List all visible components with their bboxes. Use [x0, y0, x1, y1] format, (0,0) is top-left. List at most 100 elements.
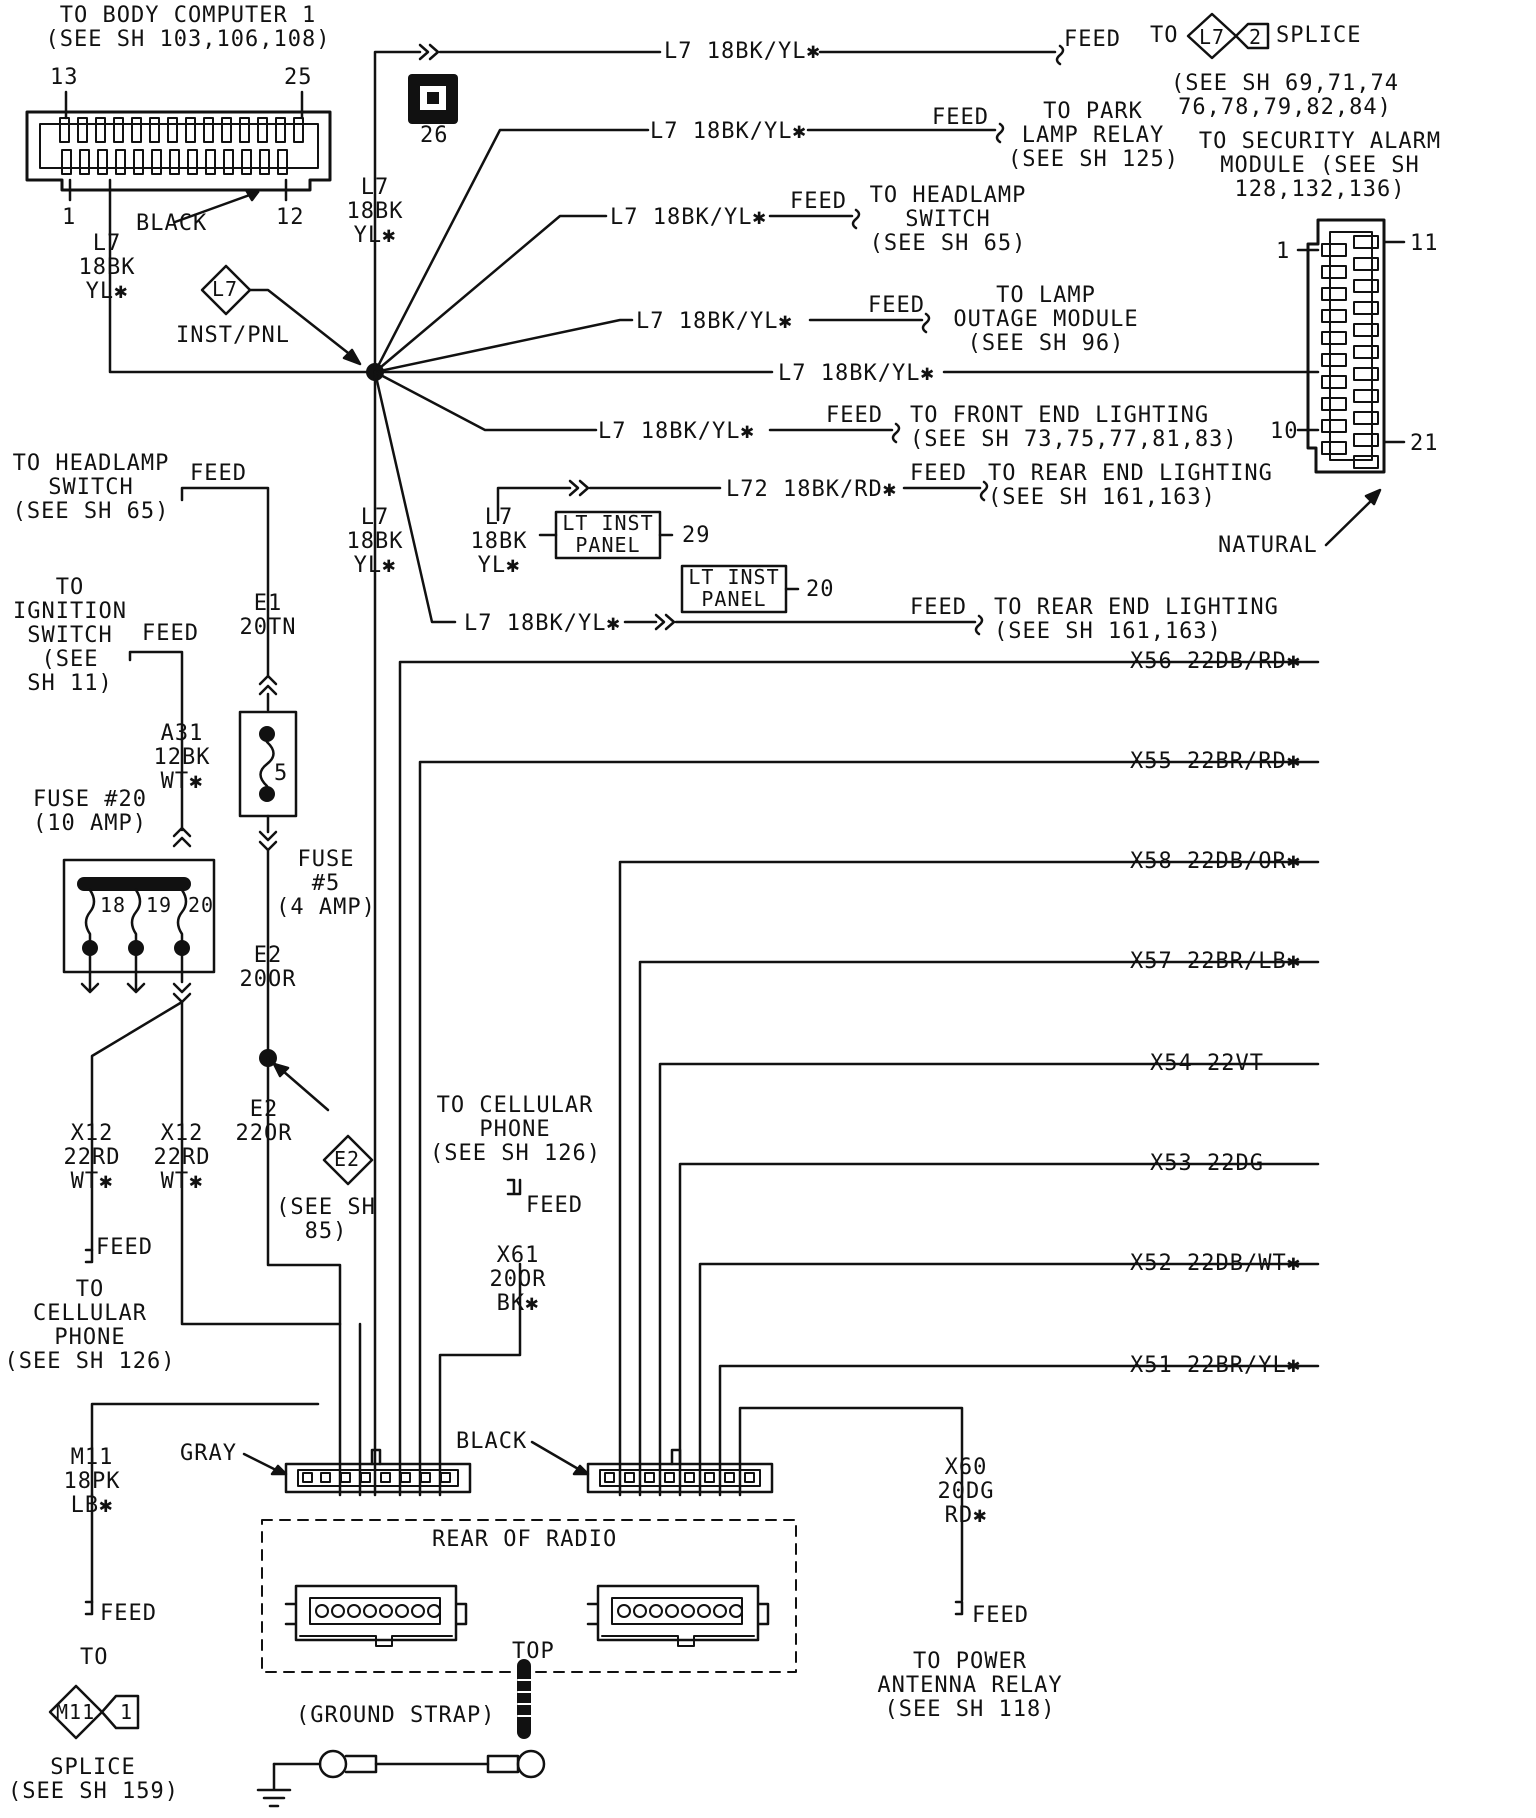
pin-13-label: 13: [50, 65, 79, 90]
e2-tag-label: E2: [334, 1147, 361, 1171]
ground-strap-label: (GROUND STRAP): [296, 1703, 496, 1728]
body-computer-connector: [25, 90, 377, 374]
feed-6-wire-label: L7 18BK/YL✱: [598, 419, 755, 444]
body-computer-label: TO BODY COMPUTER 1 (SEE SH 103,106,108): [45, 3, 331, 52]
feed-1-to-label: TO: [1150, 23, 1179, 48]
top-label: TOP: [512, 1639, 555, 1664]
x57-wire-label: X57 22BR/LB✱: [1130, 949, 1301, 974]
feed-7-wire-label: L72 18BK/RD✱: [726, 477, 897, 502]
x55-wire-label: X55 22BR/RD✱: [1130, 749, 1301, 774]
inst-pnl-tag: [200, 264, 362, 366]
feed-5-wire-label: L7 18BK/YL✱: [778, 361, 935, 386]
feed-2-feed-label: FEED: [932, 105, 989, 130]
cellular-phone-label-right: TO CELLULAR PHONE (SEE SH 126): [430, 1093, 601, 1166]
pin-25-label: 25: [284, 65, 313, 90]
security-alarm-label: TO SECURITY ALARM MODULE (SEE SH 128,132…: [1198, 129, 1442, 202]
splice-l7-tag: [1186, 12, 1270, 60]
main-splice: [366, 43, 662, 1497]
x51-wire-label: X51 22BR/YL✱: [1130, 1353, 1301, 1378]
security-pin-11: 11: [1410, 231, 1439, 256]
headlamp-switch-label: TO HEADLAMP SWITCH (SEE SH 65): [12, 451, 170, 524]
fuse-block-19: 19: [146, 893, 173, 917]
feed-2-to-label: TO PARK LAMP RELAY (SEE SH 125): [1008, 99, 1179, 172]
feed-8-feed-label: FEED: [910, 595, 967, 620]
x12-wire-label-right: X12 22RD WT✱: [153, 1121, 211, 1194]
feed-3-wire-label: L7 18BK/YL✱: [610, 205, 767, 230]
security-pin-1: 1: [1276, 239, 1291, 264]
lt-inst-panel-2-label: LT INST PANEL: [688, 565, 780, 611]
feed-4-wire-label: L7 18BK/YL✱: [636, 309, 793, 334]
x56-wire-label: X56 22DB/RD✱: [1130, 649, 1301, 674]
feed-2-wire-label: L7 18BK/YL✱: [650, 119, 807, 144]
security-pin-10: 10: [1270, 419, 1299, 444]
splice-num-label: 2: [1249, 25, 1263, 49]
m11-wire-label: M11 18PK LB✱: [63, 1445, 121, 1518]
lt-inst-panel-boxes: [538, 510, 800, 614]
ground-strap: [256, 1659, 546, 1808]
feed-6-feed-label: FEED: [826, 403, 883, 428]
headlamp-switch-feed: FEED: [190, 461, 247, 486]
x52-wire-label: X52 22DB/WT✱: [1130, 1251, 1301, 1276]
fuse-block-20: 20: [188, 893, 215, 917]
power-antenna-relay-label: TO POWER ANTENNA RELAY (SEE SH 118): [877, 1649, 1063, 1722]
radio-connectors: [242, 1440, 774, 1494]
x60-wire-label: X60 20DG RD✱: [937, 1455, 995, 1528]
cellular-feed-left: FEED: [96, 1235, 153, 1260]
lt-inst-panel-1-pin: 29: [682, 523, 711, 548]
lt-inst-panel-2-pin: 20: [806, 577, 835, 602]
feed-7-feed-label: FEED: [910, 461, 967, 486]
feed-7-l7-label: L7 18BK YL✱: [470, 505, 528, 578]
ignition-switch-label: TO IGNITION SWITCH (SEE SH 11): [13, 575, 127, 696]
trunk-wire-label-lower: L7 18BK YL✱: [346, 505, 404, 578]
splice-label: SPLICE: [1276, 23, 1362, 48]
feed-4-feed-label: FEED: [868, 293, 925, 318]
natural-connector-label: NATURAL: [1218, 533, 1318, 558]
black-radio-connector-label: BLACK: [456, 1429, 528, 1454]
ignition-switch-feed: FEED: [142, 621, 199, 646]
inst-pnl-tag-label: L7: [212, 277, 239, 301]
gray-connector-label: GRAY: [180, 1441, 237, 1466]
fuse-5-circuit: [180, 486, 374, 1497]
fuse-block-18: 18: [100, 893, 127, 917]
inst-pnl-label: INST/PNL: [176, 323, 290, 348]
x61-wire-label: X61 20OR BK✱: [489, 1243, 547, 1316]
feed-6-to-label: TO FRONT END LIGHTING (SEE SH 73,75,77,8…: [910, 403, 1238, 452]
radio-wires: [84, 660, 1320, 1616]
feed-7-to-label: TO REAR END LIGHTING (SEE SH 161,163): [988, 461, 1273, 510]
trunk-wire-label-upper: L7 18BK YL✱: [346, 175, 404, 248]
pin-1-label: 1: [62, 205, 77, 230]
fuse-5-number: 5: [274, 761, 289, 786]
connector-26-label: 26: [420, 123, 449, 148]
e2-wire-label-lower: E2 22OR: [235, 1097, 293, 1146]
m11-tag-label: M11: [56, 1700, 96, 1724]
m11-num-label: 1: [120, 1700, 134, 1724]
fuse-20-circuit: [62, 650, 342, 1326]
cellular-feed-right: FEED: [526, 1193, 583, 1218]
feed-wires: [373, 44, 1320, 636]
rear-of-radio-label: REAR OF RADIO: [432, 1527, 618, 1552]
feed-1-feed-label: FEED: [1064, 27, 1121, 52]
splice-see-label: (SEE SH 69,71,74 76,78,79,82,84): [1171, 71, 1399, 120]
feed-3-to-label: TO HEADLAMP SWITCH (SEE SH 65): [869, 183, 1027, 256]
feed-4-to-label: TO LAMP OUTAGE MODULE (SEE SH 96): [953, 283, 1139, 356]
lt-inst-panel-1-label: LT INST PANEL: [562, 511, 654, 557]
e2-see-label: (SEE SH 85): [276, 1195, 376, 1244]
a31-wire-label: A31 12BK WT✱: [153, 721, 211, 794]
x53-wire-label: X53 22DG: [1150, 1151, 1264, 1176]
m11-splice-label: SPLICE (SEE SH 159): [8, 1755, 179, 1804]
black-connector-label: BLACK: [136, 211, 208, 236]
feed-8-wire-label: L7 18BK/YL✱: [464, 611, 621, 636]
x54-wire-label: X54 22VT: [1150, 1051, 1264, 1076]
cellular-phone-label-left: TO CELLULAR PHONE (SEE SH 126): [4, 1277, 176, 1374]
e1-wire-label: E1 20TN: [239, 591, 297, 640]
m11-splice-tag: [48, 1684, 140, 1740]
m11-feed-label: FEED: [100, 1601, 157, 1626]
splice-tag-label: L7: [1199, 25, 1226, 49]
body-computer-wire-label: L7 18BK YL✱: [78, 231, 136, 304]
feed-8-to-label: TO REAR END LIGHTING (SEE SH 161,163): [994, 595, 1279, 644]
feed-1-wire-label: L7 18BK/YL✱: [664, 39, 821, 64]
x12-wire-label-left: X12 22RD WT✱: [63, 1121, 121, 1194]
security-alarm-connector: [1296, 218, 1406, 547]
